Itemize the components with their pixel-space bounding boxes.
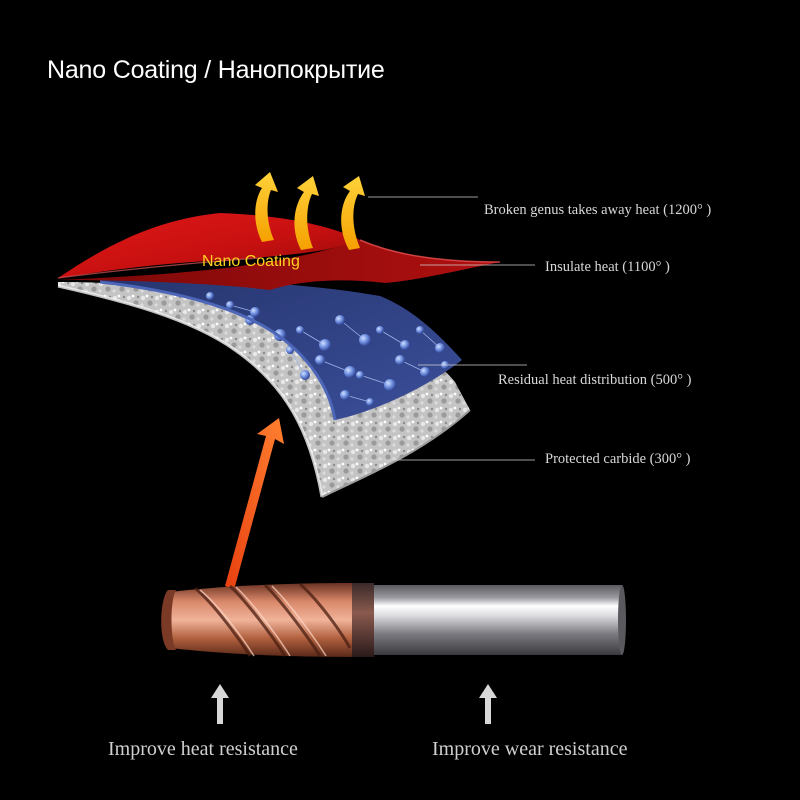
callout-insulate-heat: Insulate heat (1100° ) bbox=[545, 259, 670, 275]
up-arrow-icon bbox=[211, 684, 229, 724]
end-mill-tool bbox=[161, 582, 626, 657]
nano-coating-layer bbox=[58, 213, 360, 278]
residual-heat-layer bbox=[100, 278, 462, 420]
callout-residual-heat: Residual heat distribution (500° ) bbox=[498, 372, 692, 388]
callout-lines bbox=[368, 196, 535, 461]
page-title: Nano Coating / Нанопокрытие bbox=[47, 56, 385, 84]
callout-protected-carbide: Protected carbide (300° ) bbox=[545, 451, 691, 467]
up-arrow-icon-2 bbox=[479, 684, 497, 724]
heat-arrow-icon bbox=[255, 172, 365, 250]
layer-label-nano-coating: Nano Coating bbox=[202, 253, 300, 270]
label-heat-resistance: Improve heat resistance bbox=[108, 738, 298, 760]
pointer-arrow-icon bbox=[225, 418, 284, 590]
label-wear-resistance: Improve wear resistance bbox=[432, 738, 628, 760]
callout-broken-genus: Broken genus takes away heat (1200° ) bbox=[484, 202, 712, 218]
